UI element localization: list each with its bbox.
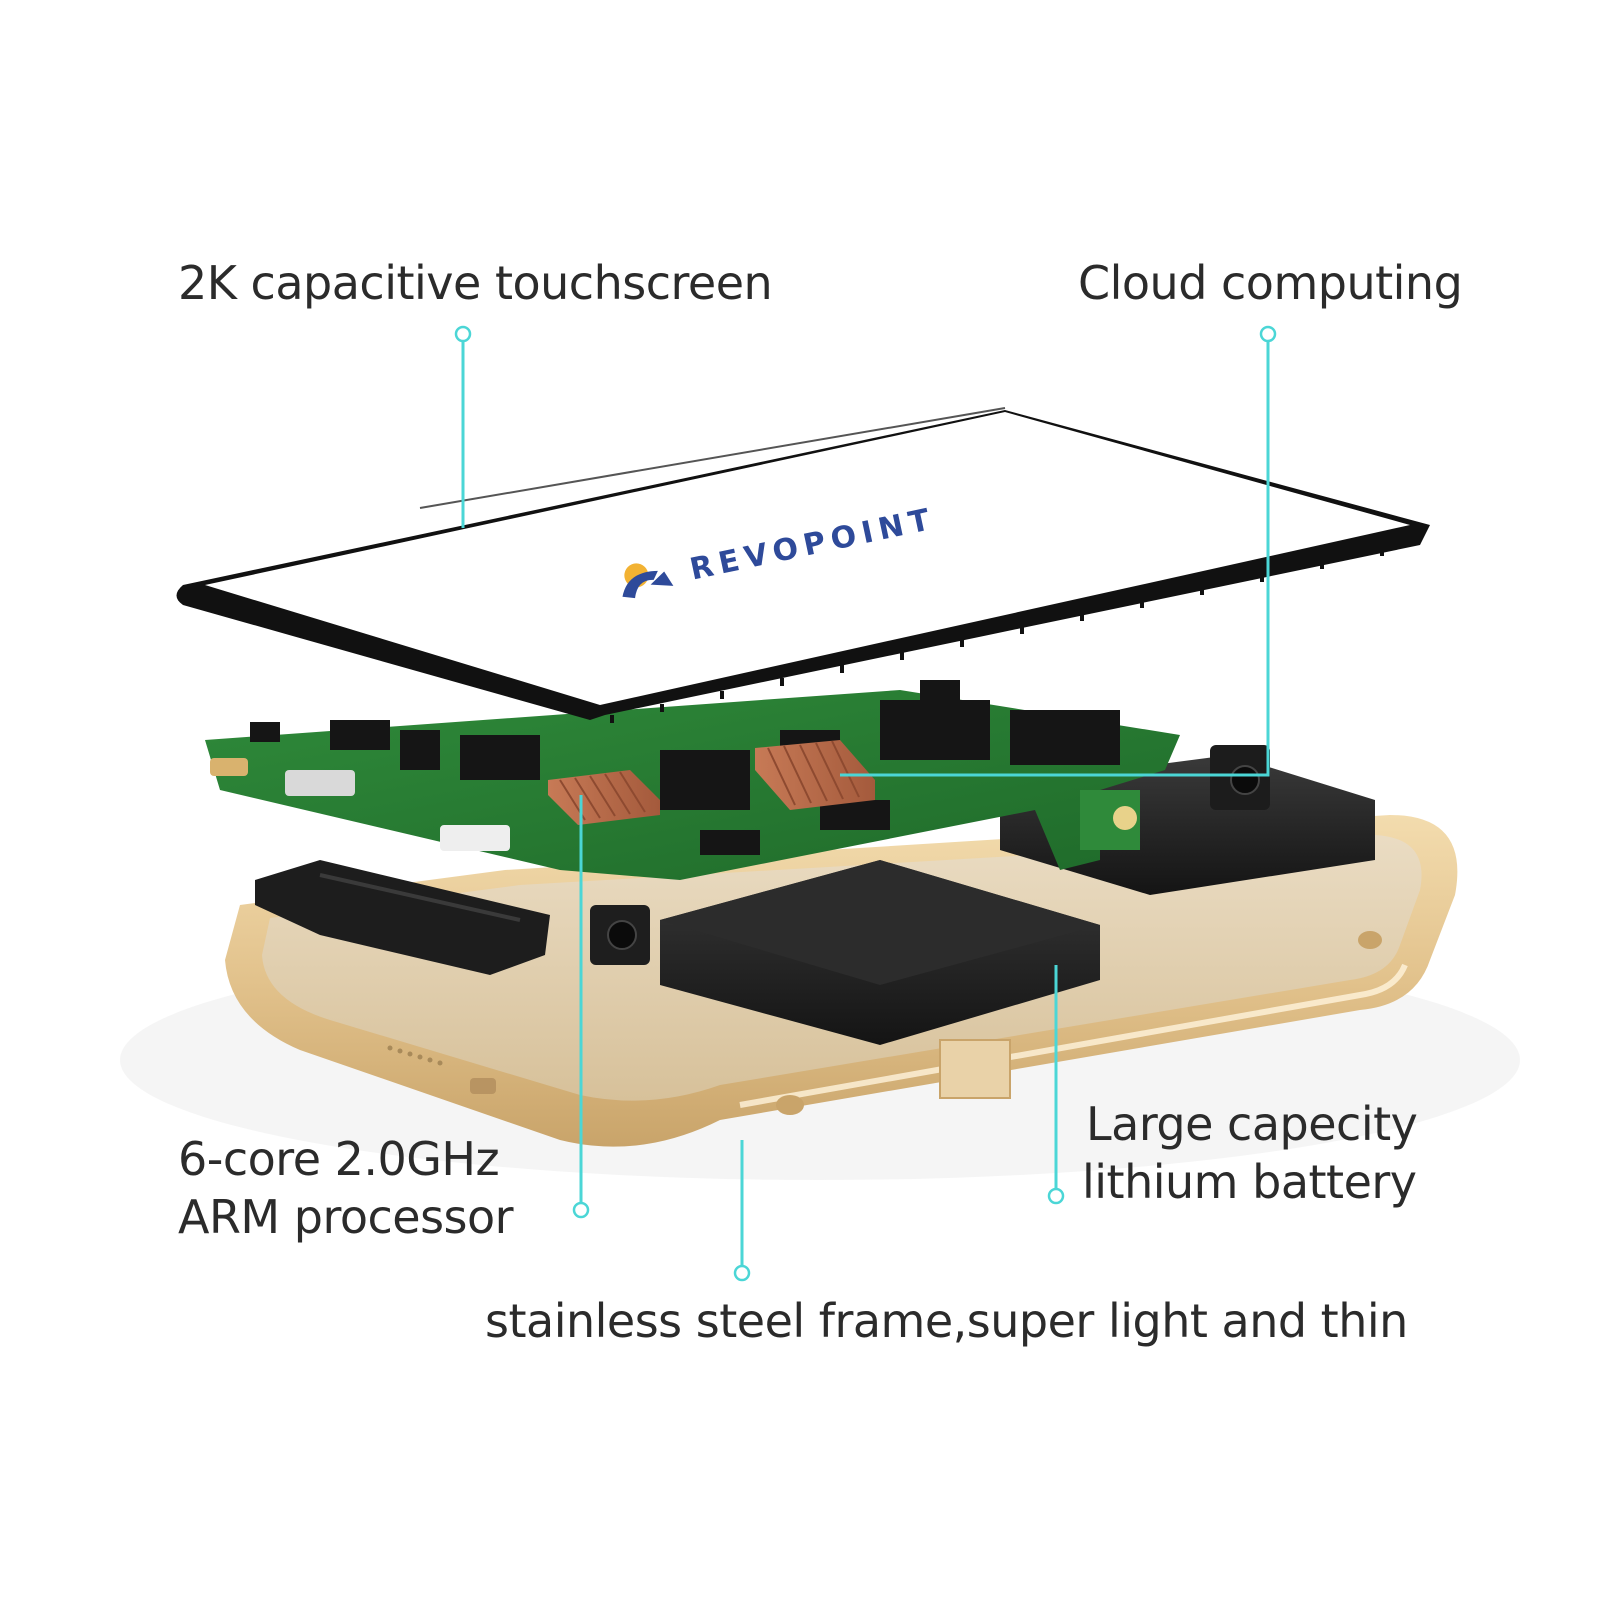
touchscreen-panel: REVOPOINT: [176, 407, 1430, 723]
battery-label-line2: lithium battery: [1082, 1155, 1417, 1209]
cloud-leader-dot: [1259, 325, 1277, 343]
frame-label-text: stainless steel frame,super light and th…: [485, 1294, 1408, 1348]
usb-port-opening: [470, 1078, 496, 1094]
gold-connector: [210, 758, 248, 776]
touchscreen-leader-dot: [454, 325, 472, 343]
frame-leader-dot: [733, 1264, 751, 1282]
frame-cutout: [939, 1039, 1011, 1099]
battery-leader-dot: [1047, 1187, 1065, 1205]
connector-white: [440, 825, 510, 851]
processor-label-line1: 6-core 2.0GHz: [178, 1132, 500, 1186]
callout-lines: [454, 325, 1277, 1282]
logo-swoosh-icon: [622, 570, 658, 599]
frame-label: stainless steel frame,super light and th…: [485, 1292, 1408, 1350]
processor-leader-dot: [572, 1201, 590, 1219]
camera-module: [590, 905, 650, 965]
pcb-contact: [1113, 806, 1137, 830]
frame-screw-hole: [1358, 931, 1382, 949]
battery-label: Large capecity lithium battery: [1082, 1095, 1418, 1211]
lithium-battery: [660, 860, 1100, 1045]
touchscreen-label: 2K capacitive touchscreen: [178, 254, 773, 312]
touchscreen-label-text: 2K capacitive touchscreen: [178, 256, 773, 310]
processor-label: 6-core 2.0GHz ARM processor: [178, 1130, 514, 1246]
battery-label-line1: Large capecity: [1086, 1097, 1418, 1151]
cloud-computing-label-text: Cloud computing: [1078, 256, 1463, 310]
frame-screw-hole: [776, 1095, 804, 1115]
cloud-heatsink: [755, 740, 875, 810]
processor-heatsink: [548, 770, 660, 825]
speaker-grille: [387, 1045, 443, 1066]
cloud-leader-line: [840, 342, 1270, 777]
processor-label-line2: ARM processor: [178, 1190, 514, 1244]
pcb-mainboard: [205, 680, 1180, 880]
cloud-computing-label: Cloud computing: [1078, 254, 1463, 312]
sim-tray-bracket: [255, 860, 550, 975]
usb-connector: [285, 770, 355, 796]
